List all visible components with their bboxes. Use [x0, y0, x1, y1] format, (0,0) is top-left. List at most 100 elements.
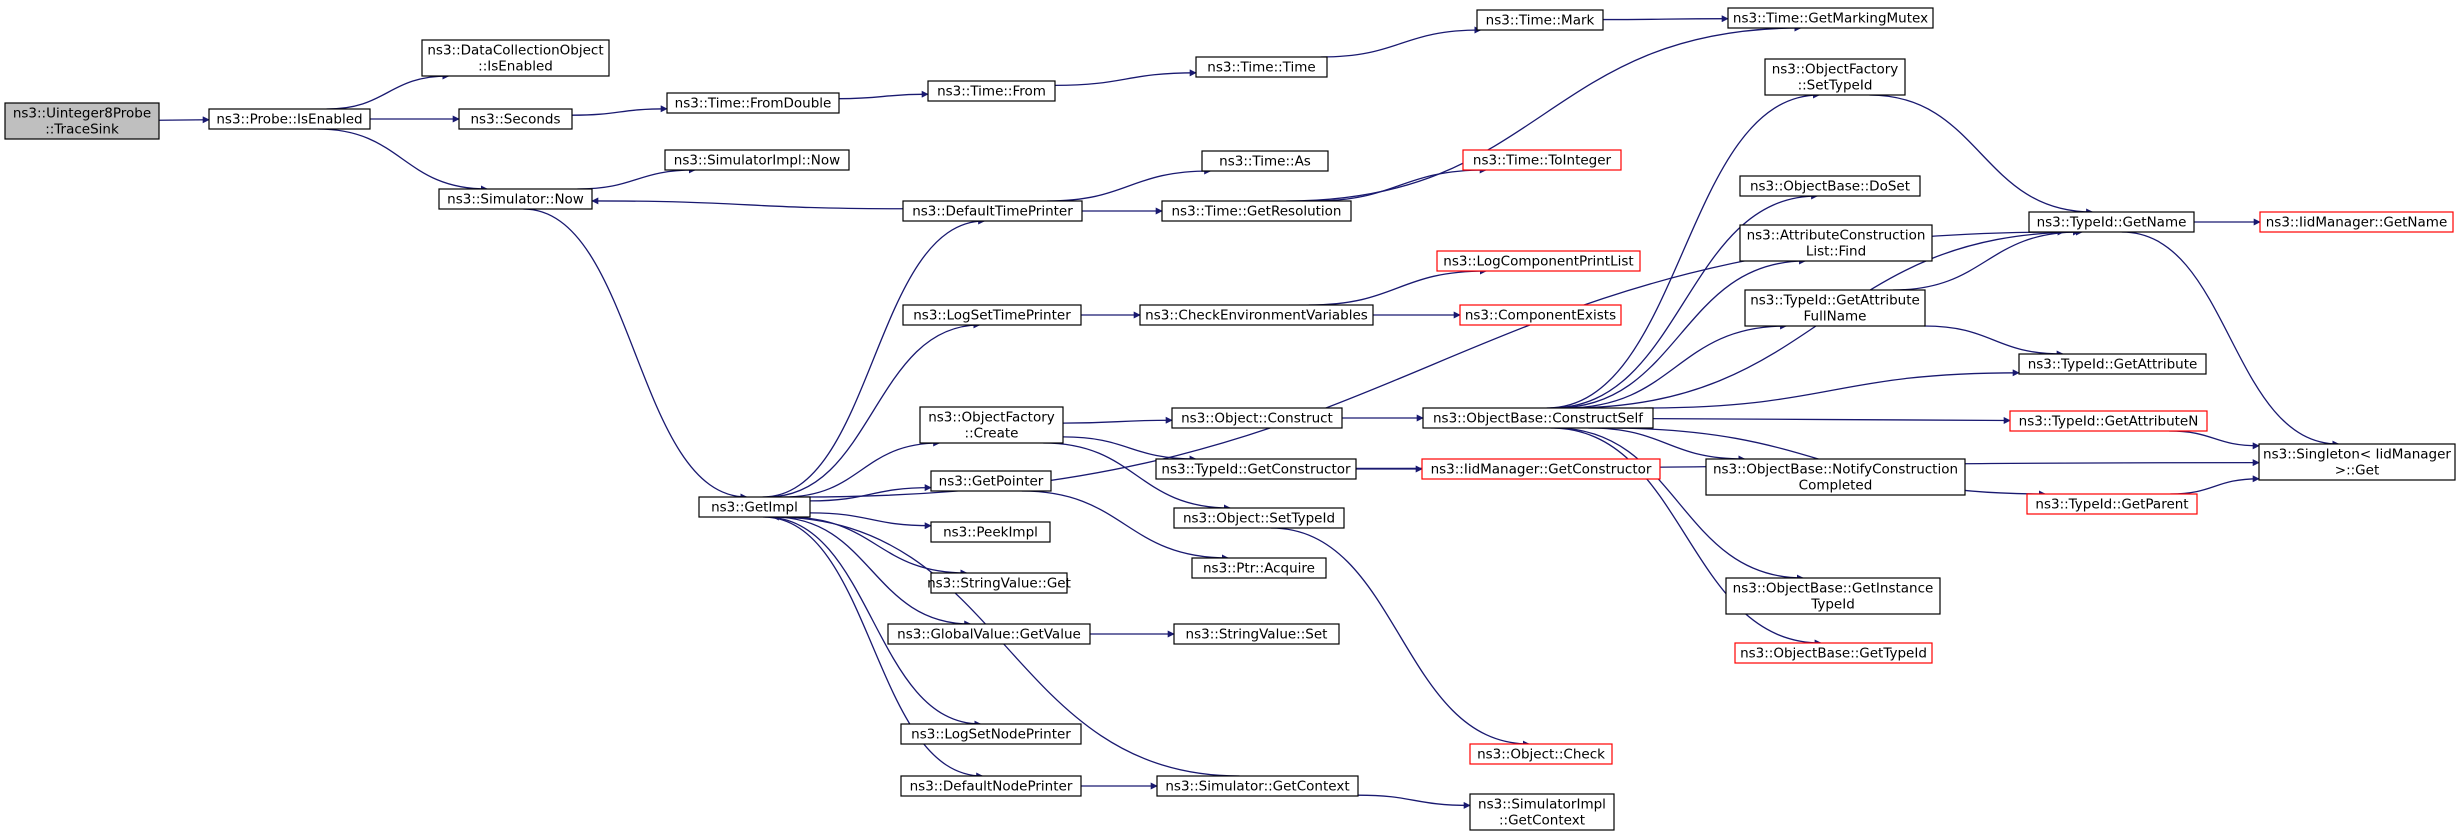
node-fromDouble[interactable]: ns3::Time::FromDouble [666, 92, 840, 114]
node-getAttribute[interactable]: ns3::TypeId::GetAttribute [2018, 353, 2207, 375]
node-ptrAcquire[interactable]: ns3::Ptr::Acquire [1191, 557, 1327, 579]
node-box [1705, 458, 1966, 496]
node-dcoIsEnabled[interactable]: ns3::DataCollectionObject::IsEnabled [421, 39, 610, 77]
node-getAttributeN[interactable]: ns3::TypeId::GetAttributeN [2009, 410, 2208, 432]
node-gvGetValue[interactable]: ns3::GlobalValue::GetValue [887, 623, 1091, 645]
node-logSetTimePrinter[interactable]: ns3::LogSetTimePrinter [902, 304, 1082, 326]
edge-getImpl-to-peekImpl [809, 512, 932, 530]
edge-isEnabled-to-simNow [317, 128, 488, 193]
node-stringValueSet[interactable]: ns3::StringValue::Set [1173, 623, 1340, 645]
node-defaultNodePrinter[interactable]: ns3::DefaultNodePrinter [900, 775, 1082, 797]
node-toInteger[interactable]: ns3::Time::ToInteger [1462, 149, 1622, 171]
node-getParent[interactable]: ns3::TypeId::GetParent [2026, 493, 2198, 515]
node-peekImpl[interactable]: ns3::PeekImpl [930, 521, 1051, 543]
node-objConstruct[interactable]: ns3::Object::Construct [1171, 407, 1343, 429]
node-simImplNow[interactable]: ns3::SimulatorImpl::Now [664, 149, 850, 171]
edge-ofCreate-to-objSetTypeId [1043, 442, 1231, 512]
node-label: ns3::Seconds [471, 112, 561, 128]
edge-constructSelf-to-getAttributeN [1652, 416, 2011, 424]
node-box [1459, 304, 1622, 326]
node-typeIdGetName[interactable]: ns3::TypeId::GetName [2028, 211, 2195, 233]
node-singletonGet[interactable]: ns3::Singleton< IidManager >::Get [2258, 443, 2456, 481]
node-label: ns3::Time::From [937, 84, 1046, 100]
node-ofCreate[interactable]: ns3::ObjectFactory::Create [919, 406, 1064, 444]
node-box [666, 92, 840, 114]
node-box [2259, 211, 2454, 233]
node-objCheck[interactable]: ns3::Object::Check [1469, 743, 1613, 765]
node-box [900, 775, 1082, 797]
node-box [1476, 9, 1604, 31]
node-label: ns3::GlobalValue::GetValue [897, 627, 1081, 643]
node-getResolution[interactable]: ns3::Time::GetResolution [1161, 200, 1352, 222]
node-box [1155, 458, 1357, 480]
edge-defaultTimePrinter-to-simNow [591, 197, 904, 210]
node-timeAs[interactable]: ns3::Time::As [1201, 150, 1329, 172]
node-seconds[interactable]: ns3::Seconds [458, 108, 573, 130]
node-timeTime[interactable]: ns3::Time::Time [1195, 56, 1328, 78]
node-box [438, 188, 593, 210]
edge-getImpl-to-getPointer [809, 484, 932, 502]
node-markingMutex[interactable]: ns3::Time::GetMarkingMutex [1727, 7, 1934, 29]
node-logSetNodePrinter[interactable]: ns3::LogSetNodePrinter [900, 723, 1082, 745]
node-label: ::GetContext [1499, 813, 1585, 829]
node-timeFrom[interactable]: ns3::Time::From [927, 80, 1056, 102]
node-simGetContext[interactable]: ns3::Simulator::GetContext [1156, 775, 1359, 797]
edge-constructSelf-to-getInstanceTypeId [1554, 427, 1804, 582]
node-ofSetTypeId[interactable]: ns3::ObjectFactory::SetTypeId [1764, 58, 1906, 96]
node-getPointer[interactable]: ns3::GetPointer [930, 470, 1052, 492]
edge-getResolution-to-toInteger [1312, 166, 1487, 202]
node-iidGetConstructor[interactable]: ns3::IidManager::GetConstructor [1421, 458, 1661, 480]
node-checkEnvVars[interactable]: ns3::CheckEnvironmentVariables [1139, 304, 1374, 326]
edge-constructSelf-to-notifyConstr [1588, 427, 1746, 463]
node-label: ns3::Simulator::GetContext [1165, 779, 1349, 795]
node-label: ns3::LogSetNodePrinter [911, 727, 1071, 743]
node-label: ns3::Time::Time [1207, 60, 1315, 76]
node-getImpl[interactable]: ns3::GetImpl [698, 496, 811, 518]
edge-getParent-to-singletonGet [2170, 475, 2260, 495]
edge-simNow-to-simImplNow [577, 166, 696, 190]
node-box [887, 623, 1091, 645]
node-obGetTypeId[interactable]: ns3::ObjectBase::GetTypeId [1734, 642, 1933, 664]
node-objSetTypeId[interactable]: ns3::Object::SetTypeId [1173, 507, 1345, 529]
node-label: ns3::Object::Check [1477, 747, 1605, 763]
node-isEnabled[interactable]: ns3::Probe::IsEnabled [208, 108, 371, 130]
edge-getAttrFullName-to-getAttribute [1924, 325, 2064, 358]
node-iidGetName[interactable]: ns3::IidManager::GetName [2259, 211, 2454, 233]
node-logCompPrintList[interactable]: ns3::LogComponentPrintList [1436, 250, 1641, 272]
node-box [1764, 58, 1906, 96]
edge-checkEnvVars-to-logCompPrintList [1308, 267, 1487, 306]
node-simImplGetContext[interactable]: ns3::SimulatorImpl::GetContext [1469, 793, 1615, 831]
node-label: ns3::Time::GetMarkingMutex [1733, 11, 1928, 27]
edge-isEnabled-to-dcoIsEnabled [326, 72, 450, 110]
edge-constructSelf-to-ofSetTypeId [1546, 91, 1821, 409]
node-box [1725, 577, 1941, 615]
node-box [1421, 458, 1661, 480]
node-label: TypeId [1810, 597, 1855, 613]
node-label: >::Get [2335, 463, 2379, 479]
node-label: ns3::Simulator::Now [447, 192, 584, 208]
node-label: FullName [1804, 309, 1867, 325]
edge-getImpl-to-gvGetValue [772, 516, 972, 628]
node-getConstructor[interactable]: ns3::TypeId::GetConstructor [1155, 458, 1357, 480]
node-label: ns3::SimulatorImpl [1478, 797, 1606, 813]
edge-getImpl-to-typeIdGetName [802, 228, 2065, 498]
edge-timeTime-to-timeMark [1320, 26, 1482, 58]
node-simNow[interactable]: ns3::Simulator::Now [438, 188, 593, 210]
edge-ofCreate-to-getConstructor [1062, 436, 1197, 463]
node-timeMark[interactable]: ns3::Time::Mark [1476, 9, 1604, 31]
node-obDoSet[interactable]: ns3::ObjectBase::DoSet [1739, 175, 1921, 197]
node-notifyConstr[interactable]: ns3::ObjectBase::NotifyConstructionCompl… [1705, 458, 1966, 496]
node-constructSelf[interactable]: ns3::ObjectBase::ConstructSelf [1422, 407, 1654, 429]
node-defaultTimePrinter[interactable]: ns3::DefaultTimePrinter [902, 200, 1083, 222]
node-label: ns3::LogComponentPrintList [1443, 254, 1633, 270]
node-box [1171, 407, 1343, 429]
node-stringValueGet[interactable]: ns3::StringValue::Get [927, 572, 1071, 594]
node-root[interactable]: ns3::Uinteger8Probe::TraceSink [4, 102, 160, 140]
node-componentExists[interactable]: ns3::ComponentExists [1459, 304, 1622, 326]
node-label: ns3::PeekImpl [943, 525, 1038, 541]
node-box [1173, 507, 1345, 529]
node-label: ns3::LogSetTimePrinter [913, 308, 1071, 324]
